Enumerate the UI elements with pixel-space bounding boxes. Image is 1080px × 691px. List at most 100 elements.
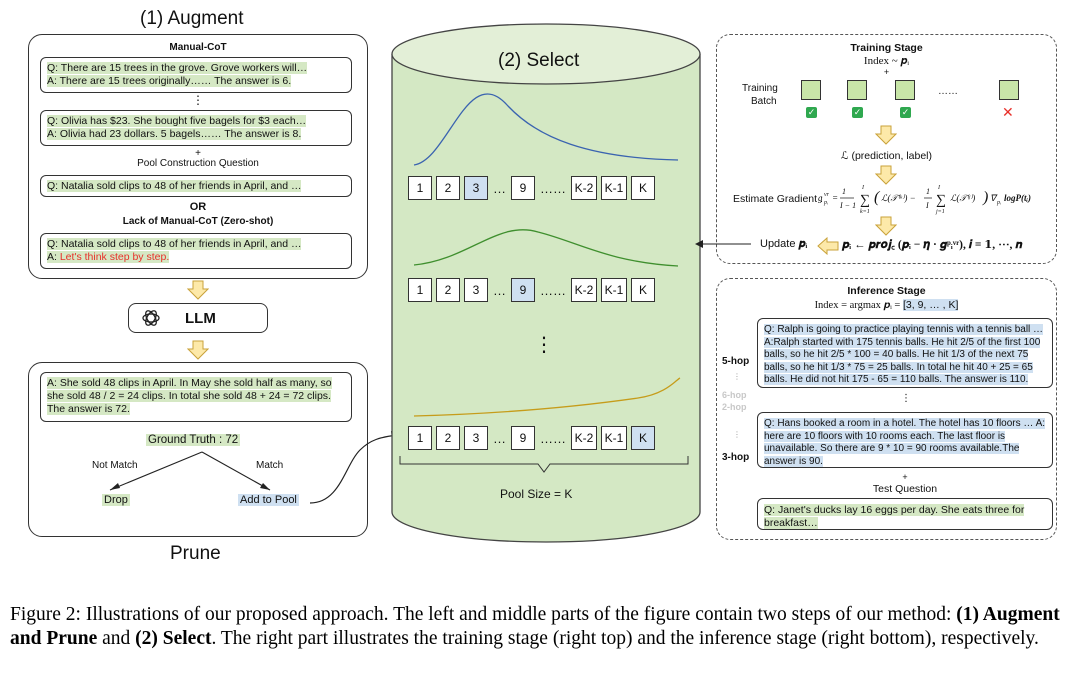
dots: …… [540, 430, 566, 446]
cell: 1 [408, 176, 432, 200]
inference-example-2: Q: Hans booked a room in a hotel. The ho… [757, 412, 1053, 468]
prune-title: Prune [170, 543, 221, 564]
update-var: 𝒑ᵢ [798, 238, 808, 250]
inference-plus: + [902, 472, 908, 482]
cell-selected: 9 [511, 278, 535, 302]
index-value: [3, 9, … , K] [902, 299, 959, 311]
cell: 2 [436, 176, 460, 200]
svg-text:g: g [818, 193, 823, 203]
svg-text:ℒ(𝒯⁽ʲ⁾): ℒ(𝒯⁽ʲ⁾) [950, 193, 975, 203]
pool-question: Q: Natalia sold clips to 48 of her frien… [40, 175, 352, 197]
svg-text:vr: vr [824, 192, 830, 198]
batch-item [847, 80, 867, 100]
svg-text:I: I [925, 201, 929, 210]
cell: 3 [464, 278, 488, 302]
cell: 1 [408, 426, 432, 450]
caption-mid: and [97, 628, 136, 649]
q1: Q: There are 15 trees in the grove. Grov… [47, 62, 308, 74]
pool-question-label: Pool Construction Question [137, 158, 259, 169]
test-question: Q: Janet's ducks lay 16 eggs per day. Sh… [757, 498, 1053, 530]
vertical-ellipsis: ⋮ [901, 393, 911, 404]
svg-text:): ) [982, 189, 988, 206]
svg-text:j=1: j=1 [935, 209, 945, 215]
example-2-text: Q: Hans booked a room in a hotel. The ho… [764, 418, 1046, 467]
qa-example-2: Q: Olivia has $23. She bought five bagel… [40, 110, 352, 146]
llm-box [128, 303, 268, 333]
svg-text:=: = [832, 193, 838, 203]
check-icon: ✓ [852, 107, 863, 118]
svg-text:I − 1: I − 1 [839, 201, 856, 210]
cell: K-2 [571, 278, 597, 302]
batch-label-2: Batch [751, 96, 777, 107]
cell-selected: 3 [464, 176, 488, 200]
caption-bold-2: (2) Select [135, 628, 212, 649]
cell: 1 [408, 278, 432, 302]
svg-text:∇: ∇ [990, 193, 998, 203]
svg-text:1: 1 [842, 187, 846, 196]
cell: K [631, 278, 655, 302]
svg-text:ℒ(𝒯⁽ᵏ⁾) −: ℒ(𝒯⁽ᵏ⁾) − [881, 193, 916, 203]
q2: Q: Olivia has $23. She bought five bagel… [47, 115, 307, 127]
svg-text:∑: ∑ [860, 193, 870, 208]
sequence-row-2: 1 2 3 … 9 …… K-2 K-1 K [408, 278, 655, 302]
hop-6-label: 6-hop [722, 390, 747, 400]
a1: A: There are 15 trees originally…… The a… [47, 75, 292, 87]
test-question-label: Test Question [872, 483, 938, 495]
plus-sign: + [195, 148, 201, 159]
pool-cylinder [391, 23, 701, 543]
hop-ellipsis: ⋮ [733, 372, 741, 381]
vertical-ellipsis: ⋮ [192, 93, 204, 107]
cell: K [631, 176, 655, 200]
sequence-row-3: 1 2 3 … 9 …… K-2 K-1 K [408, 426, 655, 450]
vertical-ellipsis: ⋮ [534, 334, 554, 356]
dots: … [493, 282, 506, 298]
not-match-label: Not Match [92, 460, 138, 471]
batch-item [895, 80, 915, 100]
batch-item [801, 80, 821, 100]
zs-a-red: Let's think step by step. [59, 251, 170, 263]
cell: 3 [464, 426, 488, 450]
training-stage-box [716, 34, 1057, 264]
inference-example-1: Q: Ralph is going to practice playing te… [757, 318, 1053, 388]
estimate-gradient-label: Estimate Gradient : [733, 193, 823, 205]
augment-title: (1) Augment [140, 8, 244, 29]
arrow-left-icon [817, 237, 839, 255]
svg-text:1: 1 [926, 187, 930, 196]
cell: 9 [511, 176, 535, 200]
inference-stage-box [716, 278, 1057, 540]
drop-label: Drop [102, 494, 130, 506]
svg-text:k=1: k=1 [860, 209, 870, 215]
dots: …… [540, 180, 566, 196]
hop-3-label: 3-hop [722, 452, 750, 463]
svg-text:logP(tᵢ): logP(tᵢ) [1004, 193, 1031, 203]
svg-text:I: I [937, 185, 941, 191]
cross-icon: ✕ [1002, 104, 1014, 120]
training-title: Training Stage [850, 42, 923, 54]
index-prefix: Index = argmax 𝒑ᵢ = [814, 300, 903, 311]
inference-index: Index = argmax 𝒑ᵢ = [3, 9, … , K] [716, 299, 1057, 312]
svg-text:(: ( [874, 189, 881, 206]
example-1-text: Q: Ralph is going to practice playing te… [764, 324, 1044, 385]
test-question-text: Q: Janet's ducks lay 16 eggs per day. Sh… [764, 504, 1025, 529]
update-rule: 𝒑ᵢ ← 𝒑𝒓𝒐𝒋꜀ (𝒑ᵢ − 𝜼 · 𝒈ᵖᵢᵛʳ), 𝒊 = 𝟏, ⋯, 𝒏 [842, 239, 1023, 251]
zs-a-prefix: A: [47, 251, 60, 263]
llm-answer: A: She sold 48 clips in April. In May sh… [40, 372, 352, 422]
arrow-down-icon [875, 216, 897, 236]
batch-item [999, 80, 1019, 100]
cell: K-2 [571, 426, 597, 450]
cell: 2 [436, 278, 460, 302]
training-index: Index ~ 𝒑ᵢ [863, 55, 910, 67]
cell: K-2 [571, 176, 597, 200]
or-label: OR [189, 201, 207, 213]
llm-label: LLM [185, 310, 216, 327]
training-plus: + [883, 67, 890, 77]
lack-manual-cot-label: Lack of Manual-CoT (Zero-shot) [122, 216, 274, 227]
cell: K-1 [601, 176, 627, 200]
openai-logo-icon [142, 310, 160, 326]
inference-title: Inference Stage [847, 285, 926, 297]
qa-example-1: Q: There are 15 trees in the grove. Grov… [40, 57, 352, 93]
dots: …… [540, 282, 566, 298]
caption-bold-1: (1) Augment and Prune [10, 604, 1060, 649]
zs-q: Q: Natalia sold clips to 48 of her frien… [47, 238, 302, 250]
pool-q-text: Q: Natalia sold clips to 48 of her frien… [47, 180, 302, 192]
